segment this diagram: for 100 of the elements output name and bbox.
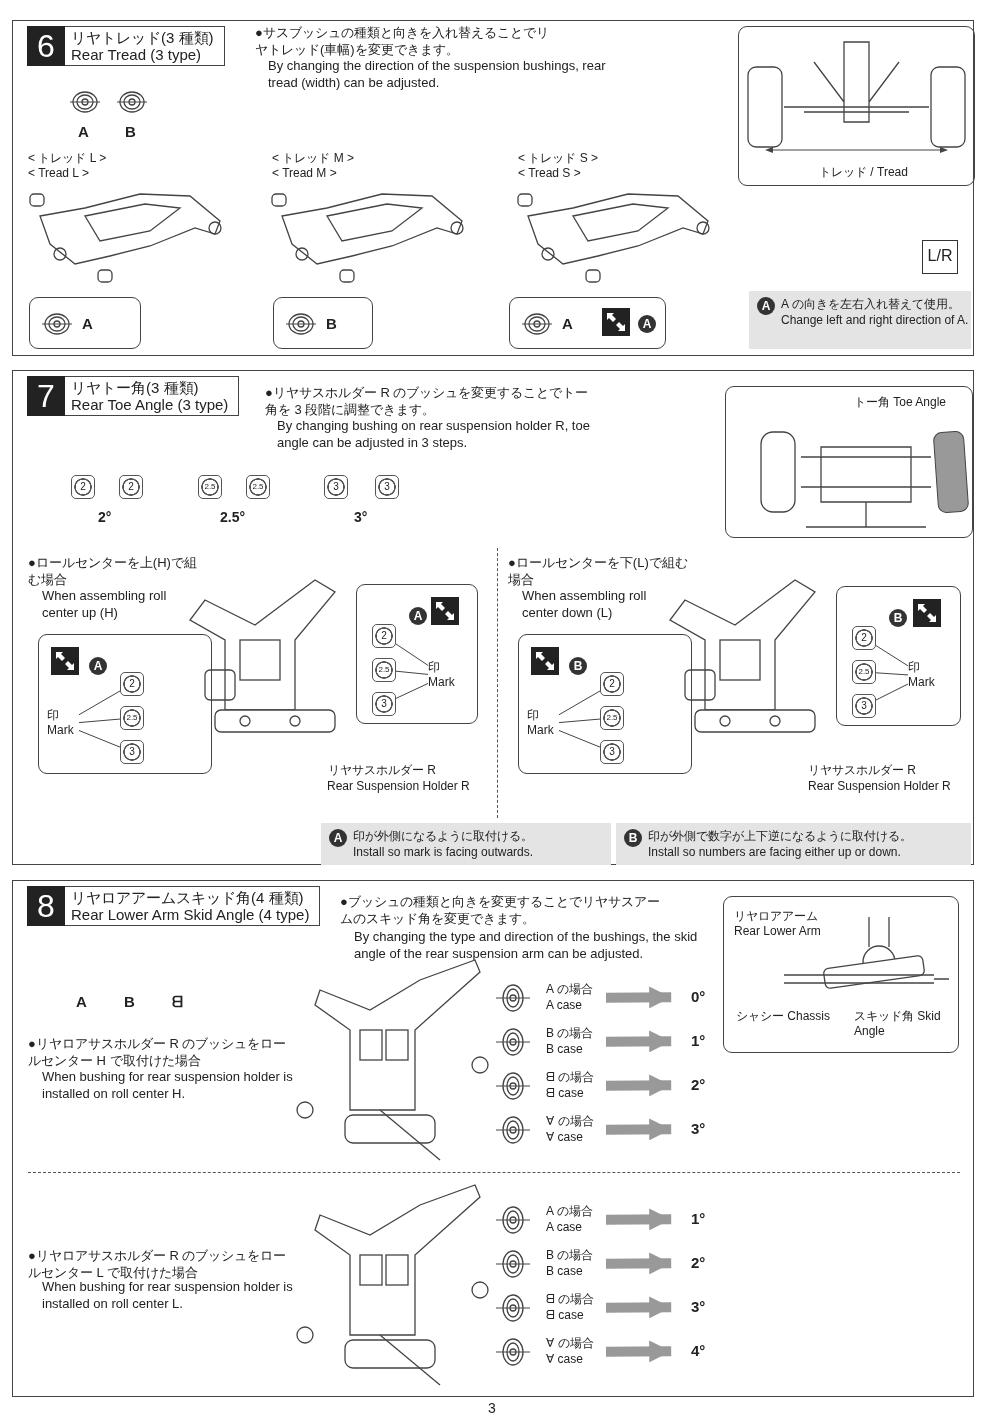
- condition-text: ●ロールセンターを上(H)で組む場合: [28, 554, 198, 588]
- block-arrow: [605, 986, 672, 1009]
- note-panel: [321, 823, 611, 865]
- bushing-number-tile: 3: [120, 740, 144, 764]
- case-label: ∀ の場合 ∀ case: [546, 1335, 595, 1367]
- circled-letter: A: [638, 315, 656, 333]
- bushing-number-tile: 2.5: [600, 706, 624, 730]
- part-letter: ᗺ: [172, 992, 184, 1011]
- circled-letter: B: [624, 829, 642, 847]
- case-label: ∀ の場合 ∀ case: [546, 1113, 595, 1145]
- inset-frame: [836, 586, 961, 726]
- section-title: リヤトレッド(3 種類): [71, 29, 214, 46]
- condition-text: When bushing for rear suspension holder is installed on roll center H.: [42, 1068, 294, 1102]
- leader-line: [78, 690, 121, 716]
- bushing-number-tile: 2.5: [120, 706, 144, 730]
- instruction-text: ●サスブッシュの種類と向きを入れ替えることでリヤトレッド(車幅)を変更できます。: [255, 24, 550, 58]
- condition-text: When bushing for rear suspension holder is installed on roll center L.: [42, 1279, 294, 1312]
- note-text: 印が外側になるように取付ける。: [353, 828, 533, 845]
- tread-label: < トレッド L >: [28, 150, 108, 166]
- leader-line: [395, 682, 429, 699]
- tread-label: < トレッド M >: [272, 150, 355, 166]
- angle-value: 2°: [98, 508, 113, 526]
- instruction-text: ●ブッシュの種類と向きを変更することでリヤサスアームのスキッド角を変更できます。: [340, 893, 660, 927]
- bushing-number-tile: 2.5: [198, 475, 222, 499]
- part-name: Rear Suspension Holder R: [808, 778, 952, 794]
- part-letter: A: [562, 315, 573, 332]
- note-text: 印が外側で数字が上下逆になるように取付ける。: [648, 828, 912, 845]
- block-arrow: [605, 1074, 672, 1097]
- bushing-number-tile: 3: [600, 740, 624, 764]
- bushing-number-tile: 2: [600, 672, 624, 696]
- tread-label: < Tread S >: [518, 165, 582, 181]
- tread-label: < トレッド S >: [518, 150, 600, 166]
- section-number: 7: [27, 376, 65, 416]
- mark-label: 印 Mark: [908, 660, 940, 692]
- angle-value: 2.5°: [220, 508, 247, 526]
- case-label: A の場合 A case: [546, 1203, 594, 1235]
- leader-line: [875, 683, 909, 701]
- note-text: Install so numbers are facing either up or down.: [648, 845, 901, 859]
- bushing-number-tile: 2.5: [852, 660, 876, 684]
- section-title: Rear Tread (3 type): [71, 46, 203, 63]
- case-label: B の場合 B case: [546, 1247, 595, 1279]
- bushing-number-tile: 2: [119, 475, 143, 499]
- leader-line: [558, 690, 601, 716]
- section-title: Rear Toe Angle (3 type): [71, 396, 229, 413]
- block-arrow: [605, 1340, 672, 1363]
- inset-frame: [356, 584, 478, 724]
- part-name: リヤサスホルダー R: [808, 762, 917, 778]
- leader-line: [395, 643, 429, 666]
- bushing-number-tile: 3: [372, 692, 396, 716]
- circled-letter: B: [889, 609, 907, 627]
- callout-frame: [509, 297, 666, 349]
- tread-label: < Tread M >: [272, 165, 338, 181]
- part-letter: B: [125, 122, 137, 141]
- mark-label: 印 Mark: [428, 660, 460, 692]
- figure-frame: [725, 386, 973, 538]
- instruction-text: ●リヤサスホルダー R のブッシュを変更することでトー角を 3 段階に調整できます。: [265, 384, 590, 418]
- angle-value: 4°: [691, 1339, 727, 1363]
- circled-letter: B: [569, 657, 587, 675]
- circled-letter: A: [409, 607, 427, 625]
- bushing-number-tile: 3: [375, 475, 399, 499]
- tread-label: < Tread L >: [28, 165, 90, 181]
- condition-text: ●リヤロアサスホルダー R のブッシュをロールセンター L で取付けた場合: [28, 1247, 288, 1281]
- bushing-number-tile: 3: [324, 475, 348, 499]
- angle-value: 3°: [691, 1295, 727, 1319]
- section-title: リヤロアアームスキッド角(4 種類): [71, 889, 305, 906]
- case-label: ᗺ の場合 ᗺ case: [546, 1291, 596, 1323]
- angle-value: 1°: [691, 1029, 727, 1053]
- inset-frame: [38, 634, 212, 774]
- section-title: Rear Lower Arm Skid Angle (4 type): [71, 906, 310, 923]
- circled-letter: A: [89, 657, 107, 675]
- leader-line: [875, 645, 909, 667]
- figure-frame: [723, 896, 959, 1053]
- note-panel: [749, 291, 971, 349]
- leader-line: [78, 730, 121, 748]
- bushing-number-tile: 2: [71, 475, 95, 499]
- figure-frame: [738, 26, 975, 186]
- callout-frame: [29, 297, 141, 349]
- circled-letter: A: [329, 829, 347, 847]
- part-name: Rear Suspension Holder R: [327, 778, 471, 794]
- leader-line: [558, 718, 601, 724]
- block-arrow: [605, 1208, 672, 1231]
- bushing-number-tile: 2: [120, 672, 144, 696]
- condition-text: When assembling roll center up (H): [42, 587, 168, 621]
- bushing-number-tile: 2.5: [246, 475, 270, 499]
- section-number: 8: [27, 886, 65, 926]
- case-label: ᗺ の場合 ᗺ case: [546, 1069, 596, 1101]
- bushing-number-tile: 3: [852, 694, 876, 718]
- leader-line: [558, 730, 601, 748]
- mark-label: 印 Mark: [47, 708, 79, 740]
- left-right-sign: L/R: [922, 240, 958, 274]
- part-name: リヤサスホルダー R: [328, 762, 437, 778]
- inset-frame: [518, 634, 692, 774]
- section-number: 6: [27, 26, 65, 66]
- note-text: A の向きを左右入れ替えて使用。: [781, 296, 960, 313]
- instruction-text: By changing bushing on rear suspension holder R, toe angle can be adjusted in 3 steps.: [277, 417, 591, 451]
- circled-letter: A: [757, 297, 775, 315]
- page-number: 3: [488, 1399, 497, 1415]
- leader-line: [875, 672, 909, 676]
- angle-value: 3°: [354, 508, 369, 526]
- section-title: リヤトー角(3 種類): [71, 379, 200, 396]
